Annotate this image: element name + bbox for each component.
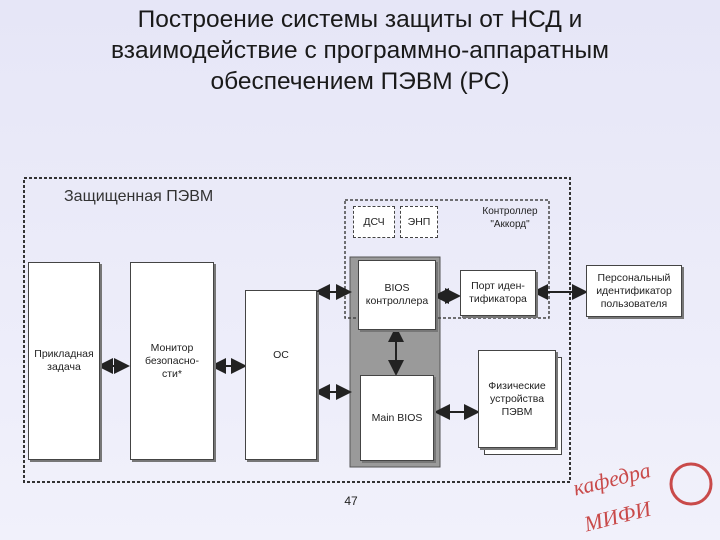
enp-box: ЭНП [400, 206, 438, 238]
identifier-port-box: Порт иден- тификатора [460, 270, 536, 316]
title-line-3: обеспечением ПЭВМ (РС) [210, 68, 510, 95]
app-task-line-1: Прикладная [34, 348, 94, 360]
controller-frame [344, 199, 550, 319]
physical-line-3: ПЭВМ [501, 405, 533, 418]
dsch-box: ДСЧ [353, 206, 395, 238]
main-bios-box: Main BIOS [360, 375, 434, 461]
physical-devices-box: Физические устройства ПЭВМ [478, 350, 556, 448]
personal-id-line-1: Персональный [597, 271, 671, 284]
os-label: ОС [273, 349, 289, 361]
monitor-line-1: Монитор [150, 341, 194, 354]
controller-label-2: "Аккорд" [490, 219, 530, 230]
app-task-line-2: задача [47, 361, 81, 373]
protected-pc-label: Защищенная ПЭВМ [64, 188, 214, 205]
protected-pc-frame [23, 177, 571, 483]
bios-ctrl-line-1: BIOS [384, 282, 410, 294]
slide-title: Построение системы защиты от НСД и взаим… [40, 4, 680, 97]
security-monitor-box: Монитор безопасно- сти* [130, 262, 214, 460]
enp-label: ЭНП [407, 215, 431, 228]
port-line-1: Порт иден- [471, 280, 525, 292]
title-line-2: взаимодействие с программно-аппаратным [111, 37, 609, 64]
application-task-box: Прикладная задача [28, 262, 100, 460]
physical-line-1: Физические [488, 379, 546, 392]
bios-ctrl-line-2: контроллера [365, 295, 429, 307]
main-bios-label: Main BIOS [371, 411, 423, 424]
port-line-2: тификатора [469, 293, 527, 305]
title-line-1: Построение системы защиты от НСД и [137, 6, 583, 33]
controller-label-1: Контроллер [482, 206, 538, 217]
physical-line-2: устройства [489, 392, 545, 405]
dsch-label: ДСЧ [363, 215, 385, 228]
svg-text:кафедра: кафедра [571, 457, 653, 500]
monitor-line-3: сти* [161, 367, 182, 380]
bios-controller-box: BIOS контроллера [358, 260, 436, 330]
personal-identifier-box: Персональный идентификатор пользователя [586, 265, 682, 317]
monitor-line-2: безопасно- [145, 354, 199, 367]
os-box: ОС [245, 290, 317, 460]
department-logo: кафедра МИФИ [571, 457, 713, 536]
page-number: 47 [344, 494, 358, 508]
svg-text:МИФИ: МИФИ [581, 495, 655, 536]
personal-id-line-2: идентификатор [596, 284, 672, 297]
personal-id-line-3: пользователя [600, 297, 668, 310]
controller-label: Контроллер "Аккорд" [470, 205, 550, 231]
